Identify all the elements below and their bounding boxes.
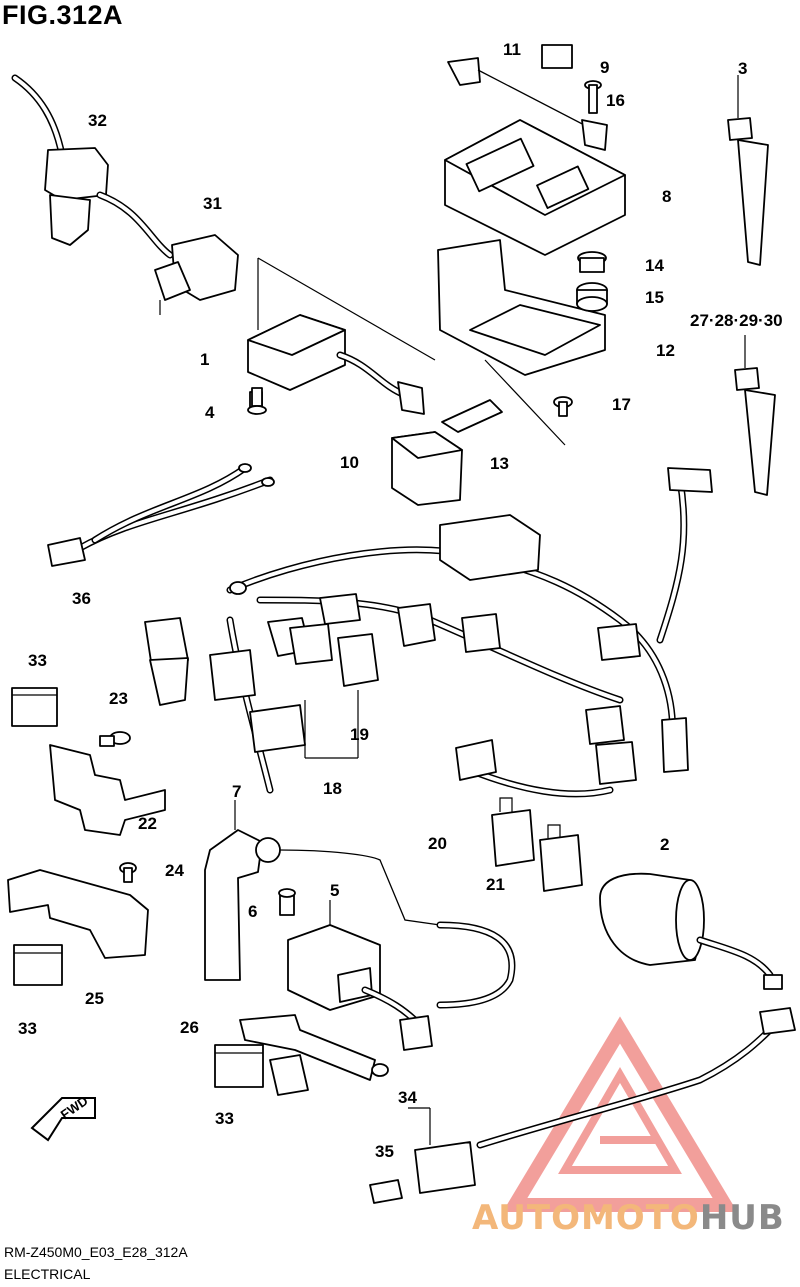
part-27-30-cable-tie [734,335,776,496]
part-33-pad [214,1044,264,1088]
watermark-logo [502,1016,738,1212]
callout-27-28-29-30: 27·28·29·30 [690,311,783,330]
part-6-bolt [278,888,296,916]
part-8-ecu [444,119,626,256]
part-33-pad [13,944,63,986]
callout-9: 9 [600,58,609,77]
part-20-relay [491,797,535,867]
part-4-bolt [247,387,267,415]
callout-18: 18 [323,779,342,798]
watermark-brand-part1: AUTOMOTO [472,1198,700,1238]
callout-7: 7 [232,782,241,801]
callout-31: 31 [203,194,222,213]
callout-10: 10 [340,453,359,472]
part-36-cable [47,463,275,567]
callout-21: 21 [486,875,505,894]
callout-24: 24 [165,861,184,880]
part-10-connector [391,431,463,506]
part-2-sensor [599,872,783,990]
watermark-brand: AUTOMOTOHUB [472,1198,785,1238]
callout-1: 1 [200,350,209,369]
part-26-ground-strap [239,1014,389,1096]
callout-5: 5 [330,881,339,900]
part-31-unit [154,234,239,315]
callout-26: 26 [180,1018,199,1037]
part-17-screw [553,396,573,417]
part-35-fuse [369,1179,403,1204]
callout-35: 35 [375,1142,394,1161]
callout-15: 15 [645,288,664,307]
callout-36: 36 [72,589,91,608]
figure-subtitle: ELECTRICAL [4,1266,91,1282]
part-21-relay [539,824,583,892]
callout-8: 8 [662,187,671,206]
callout-6: 6 [248,902,257,921]
callout-3: 3 [738,59,747,78]
callout-19: 19 [350,725,369,744]
callout-23: 23 [109,689,128,708]
callout-12: 12 [656,341,675,360]
callout-14: 14 [645,256,664,275]
fwd-direction-arrow: FWD [30,1093,96,1142]
part-14-grommet [577,251,607,273]
part-12-tray [437,239,606,446]
part-18-wiring-harness [144,467,713,798]
part-33-pad [11,687,58,727]
callout-17: 17 [612,395,631,414]
part-3-cable-tie [727,75,769,266]
part-9-pad [541,44,573,69]
callout-11: 11 [503,40,521,59]
callout-22: 22 [138,814,157,833]
watermark-brand-part2: HUB [699,1198,785,1238]
part-7-plug-cap [204,800,516,1009]
callout-25: 25 [85,989,104,1008]
callout-4: 4 [205,403,215,422]
callout-32: 32 [88,111,107,130]
callout-labels: 1234567891011121314151617181920212223242… [18,40,783,1161]
part-32-switch [11,74,174,259]
part-5-ignition-coil [287,900,433,1051]
part-22-bracket [49,731,166,836]
figure-title: FIG.312A [2,0,124,30]
callout-13: 13 [490,454,509,473]
leader-line [257,257,436,361]
part-25-bracket [7,862,149,959]
part-34-harness [408,1007,796,1194]
part-13-clip [441,399,503,433]
callout-33: 33 [28,651,47,670]
callout-34: 34 [398,1088,417,1107]
callout-16: 16 [606,91,625,110]
part-15-grommet [576,282,608,312]
callout-20: 20 [428,834,447,853]
part-16-screw [584,80,602,114]
callout-33: 33 [18,1019,37,1038]
figure-code: RM-Z450M0_E03_E28_312A [4,1244,188,1260]
callout-2: 2 [660,835,669,854]
part-11-strap [447,57,608,151]
callout-33: 33 [215,1109,234,1128]
part-1-regulator [247,314,425,415]
